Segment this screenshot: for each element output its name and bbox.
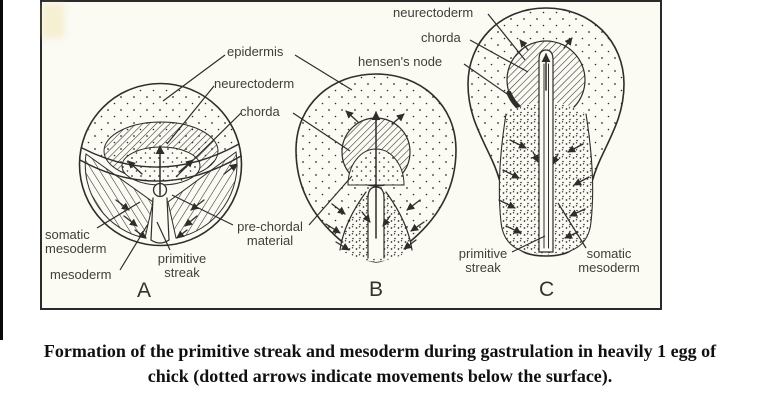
label-neurectoderm-a: neurectoderm [214, 76, 295, 91]
label-chorda-c: chorda [421, 30, 461, 45]
label-mesoderm-left: mesoderm [50, 267, 112, 282]
label-neurectoderm-c: neurectoderm [393, 5, 474, 20]
leader-lines [96, 13, 587, 271]
label-hensens-node: hensen's node [358, 54, 443, 69]
label-epidermis: epidermis [227, 44, 284, 59]
label-primitive-streak-c: primitive streak [458, 246, 508, 275]
gastrulation-diagram [78, 7, 625, 271]
page-edge-scan-bar [0, 0, 3, 340]
caption-line-2: chick (dotted arrows indicate movements … [147, 366, 613, 386]
label-somatic-mesoderm-left: somatic mesoderm [45, 227, 107, 256]
caption-line-1: Formation of the primitive streak and me… [43, 341, 717, 361]
label-chorda-a: chorda [240, 104, 280, 119]
figure-caption: Formation of the primitive streak and me… [0, 339, 760, 389]
label-somatic-mesoderm-c: somatic mesoderm [578, 246, 640, 275]
label-pre-chordal-material: pre-chordal material [237, 219, 303, 248]
panel-letter-c: C [539, 278, 555, 301]
scan-artifact [42, 4, 64, 38]
label-primitive-streak-a: primitive streak [157, 251, 207, 280]
panel-a-drawing [78, 82, 243, 247]
panel-letter-a: A [137, 279, 152, 302]
panel-b-drawing [295, 73, 457, 263]
panel-c-drawing [467, 7, 625, 257]
panel-letter-b: B [369, 278, 384, 301]
